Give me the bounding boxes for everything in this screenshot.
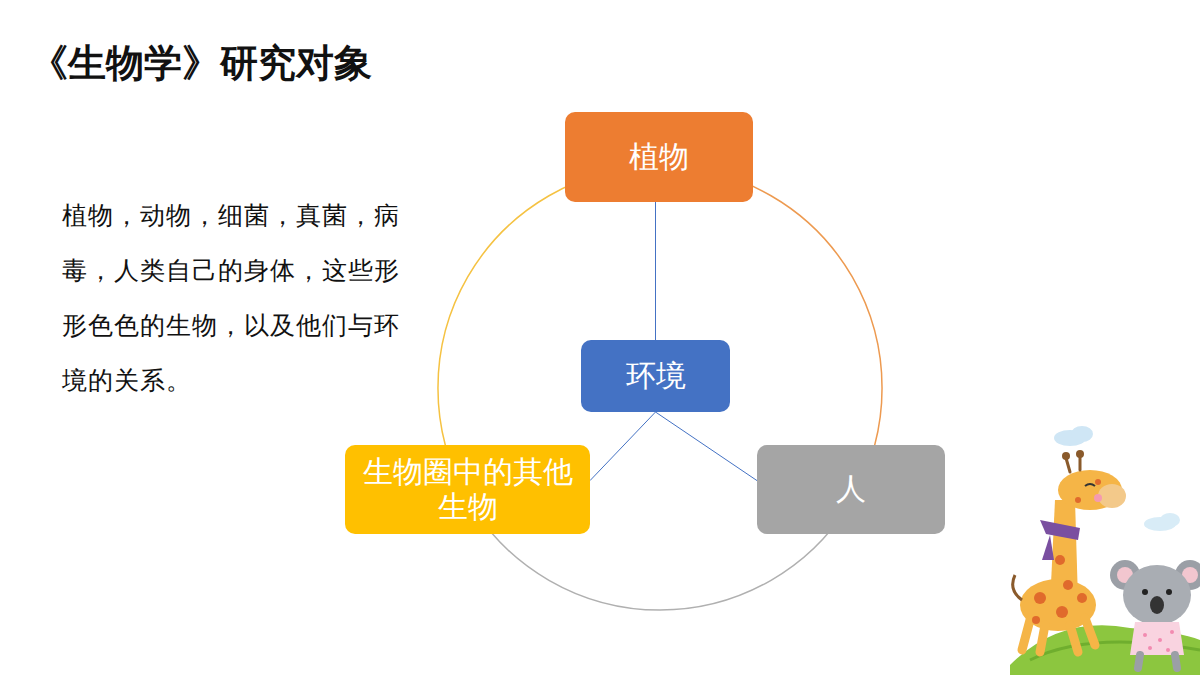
concept-box: 人 xyxy=(757,445,945,534)
connector-line xyxy=(590,412,656,481)
concept-box: 植物 xyxy=(565,112,753,202)
concept-box: 生物圈中的其他生物 xyxy=(345,445,590,534)
slide-title: 《生物学》研究对象 xyxy=(30,38,372,89)
concept-box: 环境 xyxy=(581,340,730,412)
animal-illustration xyxy=(1010,426,1200,675)
description-text: 植物，动物，细菌，真菌，病毒，人类自己的身体，这些形形色色的生物，以及他们与环境… xyxy=(62,188,407,408)
box-label: 人 xyxy=(836,472,866,507)
connector-line xyxy=(656,412,758,481)
box-label: 植物 xyxy=(629,140,689,175)
box-label: 生物圈中的其他生物 xyxy=(359,455,576,524)
box-label: 环境 xyxy=(626,359,686,394)
connector-line xyxy=(655,202,656,340)
